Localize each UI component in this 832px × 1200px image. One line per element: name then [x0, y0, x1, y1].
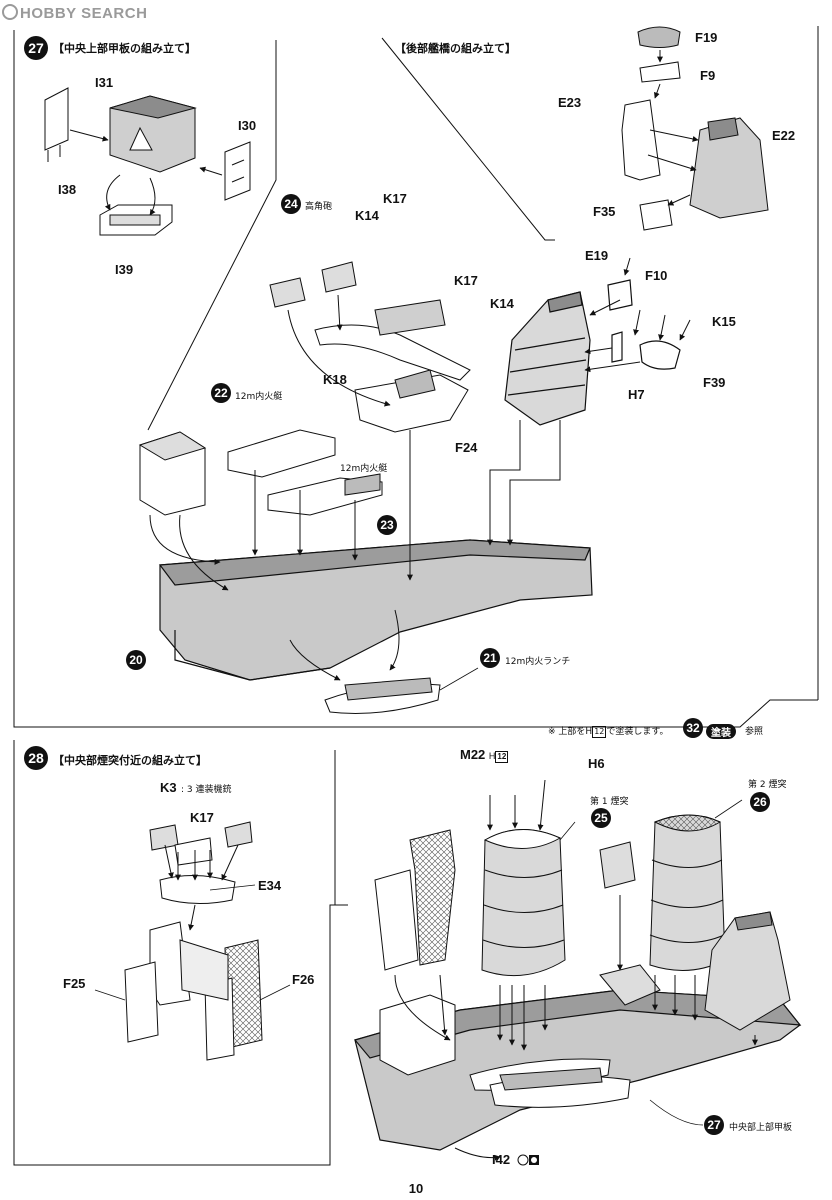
- part-e23: E23: [558, 95, 582, 110]
- bridge-arrows: [584, 257, 691, 373]
- paint-note-code: H: [585, 727, 593, 737]
- sub-step-25-label: 第 1 煙突: [590, 797, 629, 807]
- funnel-2: [649, 814, 726, 971]
- part-f39: F39: [703, 375, 726, 390]
- sub-step-22-badge: 22: [211, 383, 231, 403]
- two-part-symbol-icon: [517, 1154, 539, 1166]
- step27-arrows: [149, 294, 561, 681]
- paint-note-tail: 参照: [745, 727, 764, 737]
- part-f25: F25: [63, 976, 86, 991]
- sub-step-23-badge: 23: [377, 515, 397, 535]
- paint-note-suffix: で塗装します。: [606, 727, 669, 737]
- part-m22-box: 12: [495, 751, 509, 763]
- paint-tag: 塗装: [706, 721, 736, 740]
- step28-inset-arrows: [164, 844, 239, 931]
- central-deck: [158, 539, 593, 681]
- step-28-badge: 28: [24, 746, 48, 770]
- sub-step-27-badge: 27: [704, 1115, 724, 1135]
- launch-21: [324, 677, 441, 714]
- leader-f26: [259, 984, 291, 1001]
- sub-step-21-label: 12m内火ランチ: [505, 657, 571, 667]
- step28-inset-parts: [124, 821, 263, 1061]
- leader-25: [559, 821, 576, 841]
- part-e34: E34: [258, 878, 282, 893]
- bridge-inset-arrows: [647, 50, 699, 206]
- part-h6: H6: [588, 756, 605, 771]
- sub-step-24-label: 高角砲: [305, 202, 333, 212]
- watermark-text: HOBBY SEARCH: [20, 5, 148, 22]
- leader-e34: [209, 884, 256, 891]
- part-e19: E19: [585, 248, 609, 263]
- part-k15: K15: [712, 314, 736, 329]
- step-27-title: 【中央上部甲板の組み立て】: [53, 42, 196, 55]
- bridge-title: 【後部艦橋の組み立て】: [395, 42, 516, 55]
- paint-note-prefix: ※ 上部を: [548, 727, 586, 737]
- part-k18: K18: [323, 372, 347, 387]
- sub-step-21-badge: 21: [480, 648, 500, 668]
- sub-step-20-badge: 20: [126, 650, 146, 670]
- step-28-title: 【中央部煙突付近の組み立て】: [53, 754, 207, 767]
- sub-step-23-label: 12m内火艇: [340, 464, 388, 474]
- part-f26: F26: [292, 972, 315, 987]
- bridge-tower-2: [704, 911, 791, 1031]
- part-f24: F24: [455, 440, 478, 455]
- leader-21: [439, 667, 479, 691]
- part-f35: F35: [593, 204, 616, 219]
- part-k14-a: K14: [355, 208, 379, 223]
- step-27-badge: 27: [24, 36, 48, 60]
- deck-boxes: [138, 429, 383, 516]
- part-k3-label: : 3 連装機銃: [181, 785, 232, 795]
- funnel-1: [481, 829, 566, 977]
- sub-step-26-badge: 26: [750, 792, 770, 812]
- part-k17-a: K17: [383, 191, 407, 206]
- part-i30: I30: [238, 118, 257, 133]
- part-i39: I39: [115, 262, 134, 277]
- leader-26: [714, 799, 743, 819]
- after-bridge: [504, 279, 681, 426]
- watermark: HOBBY SEARCH: [2, 4, 147, 22]
- hobby-search-logo-icon: [2, 4, 18, 20]
- bridge-inset-parts: [621, 26, 769, 231]
- step27-gun-parts: [269, 261, 471, 433]
- sub-step-26-label: 第 2 煙突: [748, 780, 787, 790]
- part-k14-b: K14: [490, 296, 514, 311]
- mast-towers: [374, 829, 661, 1076]
- part-k17-c: K17: [190, 810, 214, 825]
- page-number: 10: [408, 1181, 424, 1196]
- part-i31: I31: [95, 75, 114, 90]
- step-32-badge: 32: [683, 718, 703, 738]
- part-k17-b: K17: [454, 273, 478, 288]
- part-h7: H7: [628, 387, 645, 402]
- sub-step-22-label: 12m内火艇: [235, 392, 283, 402]
- paint-tag-label: 塗装: [706, 724, 736, 739]
- sub-step-25-badge: 25: [591, 808, 611, 828]
- part-i42: I42: [492, 1152, 511, 1167]
- part-i38: I38: [58, 182, 77, 197]
- paint-note-code-box: 12: [592, 726, 607, 738]
- part-m22-paint: H: [488, 751, 496, 761]
- part-m22-code: M22: [460, 747, 486, 762]
- step27-inset-arrows: [69, 129, 223, 216]
- part-f10: F10: [645, 268, 668, 283]
- part-f19: F19: [695, 30, 718, 45]
- sub-step-24-badge: 24: [281, 194, 301, 214]
- sub-step-27-label: 中央部上部甲板: [729, 1123, 793, 1133]
- boats-28: [469, 1058, 631, 1108]
- step27-inset-parts: [44, 87, 251, 236]
- leader-f25: [94, 989, 126, 1001]
- stack-arrows: [394, 779, 758, 1161]
- panel-frames: [13, 26, 819, 1166]
- part-e22: E22: [772, 128, 796, 143]
- part-f9: F9: [700, 68, 716, 83]
- leader-27: [649, 1099, 704, 1126]
- part-k3: K3: [160, 780, 177, 795]
